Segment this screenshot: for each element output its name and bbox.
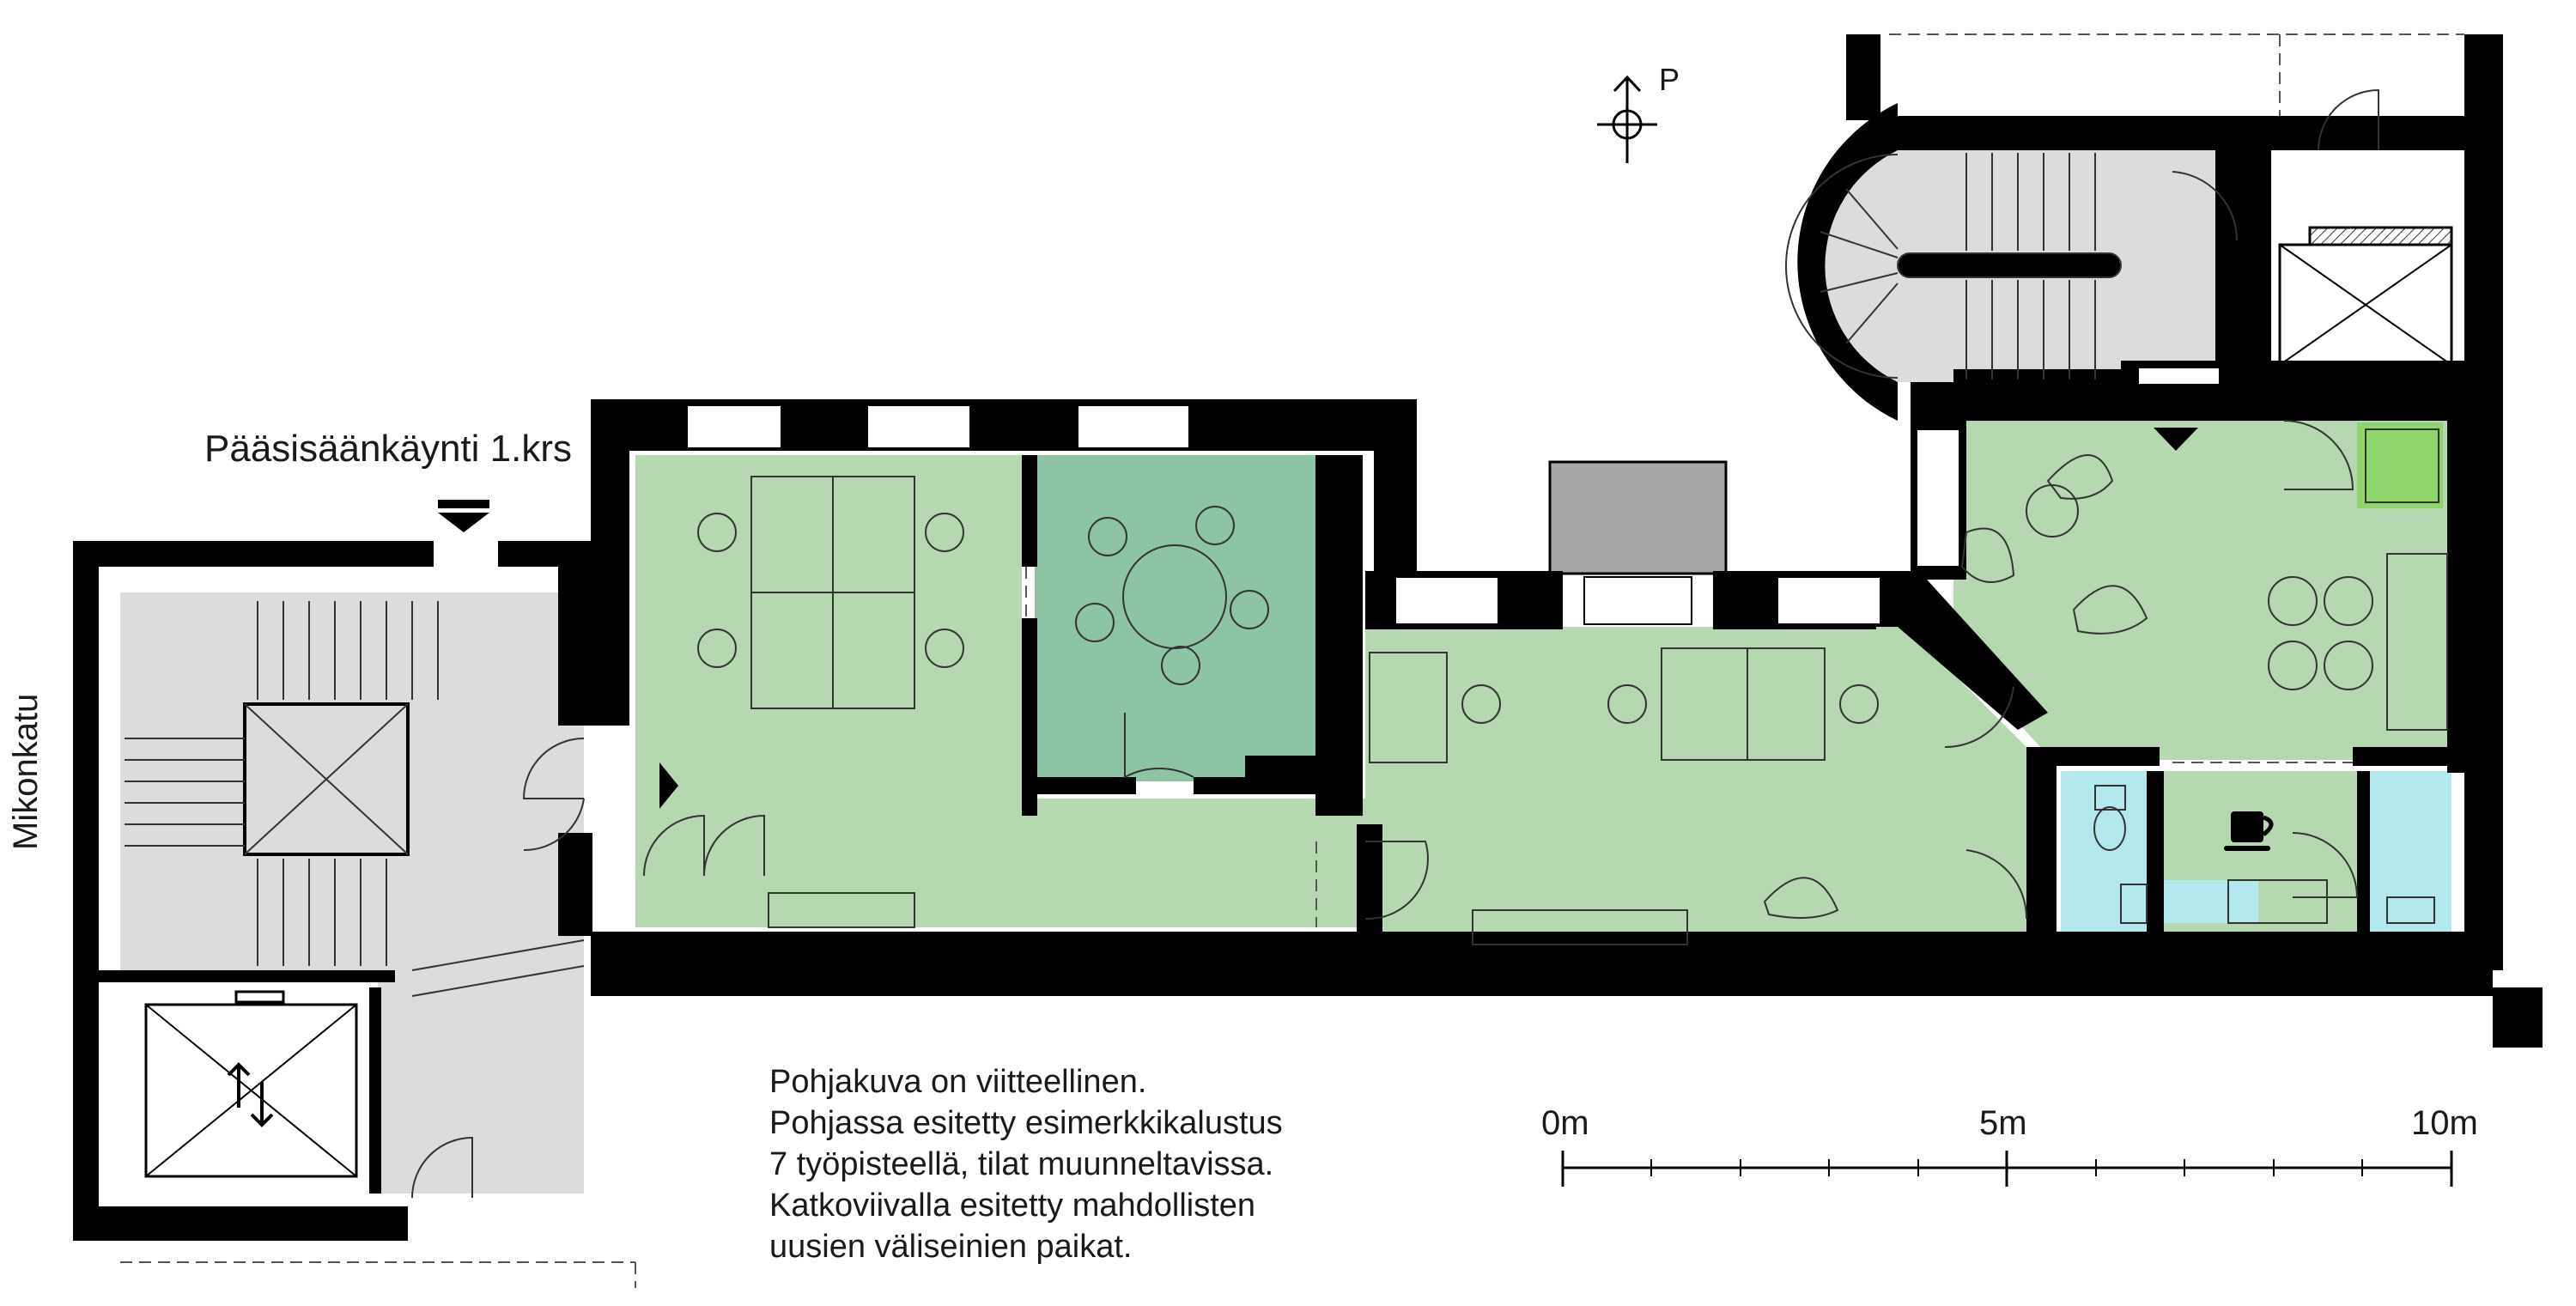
entrance-label: Pääsisäänkäynti 1.krs bbox=[204, 428, 572, 470]
entrance-arrow-icon bbox=[438, 500, 489, 532]
scale-bar bbox=[1561, 1151, 2453, 1187]
note-line: Katkoviivalla esitetty mahdollisten bbox=[769, 1188, 1256, 1224]
plan-note: Pohjakuva on viitteellinen. Pohjassa esi… bbox=[769, 1061, 1283, 1267]
upper-stair bbox=[1785, 153, 2122, 380]
elevator bbox=[144, 990, 358, 1178]
scale-tick-label: 10m bbox=[2411, 1104, 2478, 1142]
entry-marker-office-1 bbox=[659, 762, 678, 809]
north-arrow-icon bbox=[1597, 75, 1657, 163]
walls bbox=[73, 34, 2543, 1241]
utility-room bbox=[2370, 771, 2451, 947]
office-room-1 bbox=[635, 455, 1022, 927]
furniture bbox=[697, 428, 2448, 945]
storage-box bbox=[2278, 226, 2453, 367]
doors bbox=[411, 88, 2379, 1199]
scale-tick-label: 5m bbox=[1979, 1104, 2027, 1142]
elevator-icon bbox=[227, 1062, 274, 1127]
office-room-2 bbox=[1365, 627, 2026, 949]
kitchenette-counter bbox=[2164, 880, 2258, 923]
note-line: Pohjassa esitetty esimerkkikalustus bbox=[769, 1105, 1283, 1141]
scale-tick-label: 0m bbox=[1541, 1104, 1589, 1142]
room-fills bbox=[120, 150, 2451, 1194]
meeting-room bbox=[1035, 455, 1318, 781]
entry-marker-lounge bbox=[2154, 428, 2198, 451]
left-stair bbox=[125, 601, 585, 997]
coffee-cup-icon bbox=[2224, 811, 2274, 851]
balcony bbox=[1548, 460, 1728, 575]
corridor-lower bbox=[1022, 799, 1365, 927]
lounge-highlight bbox=[2357, 422, 2443, 508]
note-line: uusien väliseinien paikat. bbox=[769, 1229, 1133, 1265]
wc bbox=[2061, 771, 2147, 947]
lower-lobby bbox=[378, 979, 584, 1194]
windows bbox=[686, 367, 2221, 625]
dashed-partitions bbox=[120, 33, 2464, 1288]
note-line: Pohjakuva on viitteellinen. bbox=[769, 1064, 1147, 1100]
street-label: Mikonkatu bbox=[7, 693, 45, 850]
note-line: 7 työpisteellä, tilat muunneltavissa. bbox=[769, 1146, 1274, 1182]
north-label: P bbox=[1659, 62, 1680, 97]
